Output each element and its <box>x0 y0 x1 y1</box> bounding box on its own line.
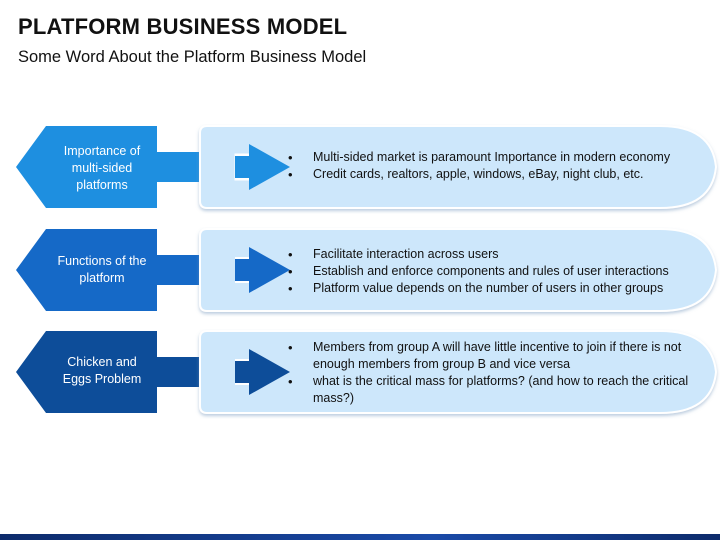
list-item: what is the critical mass for platforms?… <box>288 373 720 407</box>
row-1-bullet-list: Multi-sided market is paramount Importan… <box>288 149 670 183</box>
row-3-label-box <box>16 331 157 413</box>
row-3-arrow-icon <box>249 349 290 395</box>
list-item: Members from group A will have little in… <box>288 339 720 373</box>
list-item: Multi-sided market is paramount Importan… <box>288 149 670 166</box>
list-item: Facilitate interaction across users <box>288 246 669 263</box>
row-1-label: Importance of multi-sided platforms <box>63 144 141 192</box>
row-2-bullet-list: Facilitate interaction across users Esta… <box>288 246 669 297</box>
row-3-label: Chicken and Eggs Problem <box>62 355 142 386</box>
page-title: PLATFORM BUSINESS MODEL <box>18 14 348 39</box>
list-item: Establish and enforce components and rul… <box>288 263 669 280</box>
diagram-row-3: Chicken and Eggs Problem Members from gr… <box>0 329 720 419</box>
row-3-arrow-body <box>235 361 250 383</box>
list-item: Platform value depends on the number of … <box>288 280 669 297</box>
row-2-arrow-body <box>235 259 250 281</box>
bottom-accent-bar <box>0 534 720 540</box>
row-2-label: Functions of the platform <box>57 254 147 285</box>
list-item: Credit cards, realtors, apple, windows, … <box>288 166 670 183</box>
row-3-bullet-list: Members from group A will have little in… <box>288 339 720 407</box>
row-2-connector <box>157 255 205 285</box>
diagram-row-1: Importance of multi-sided platforms Mult… <box>0 124 720 214</box>
row-1-arrow-body <box>235 156 250 178</box>
row-1-arrow-icon <box>249 144 290 190</box>
row-3-connector <box>157 357 205 387</box>
row-1-connector <box>157 152 205 182</box>
diagram-row-2: Functions of the platform Facilitate int… <box>0 227 720 317</box>
page-subtitle: Some Word About the Platform Business Mo… <box>18 48 367 66</box>
row-2-arrow-icon <box>249 247 290 293</box>
row-2-label-box <box>16 229 157 311</box>
row-1-label-box <box>16 126 157 208</box>
